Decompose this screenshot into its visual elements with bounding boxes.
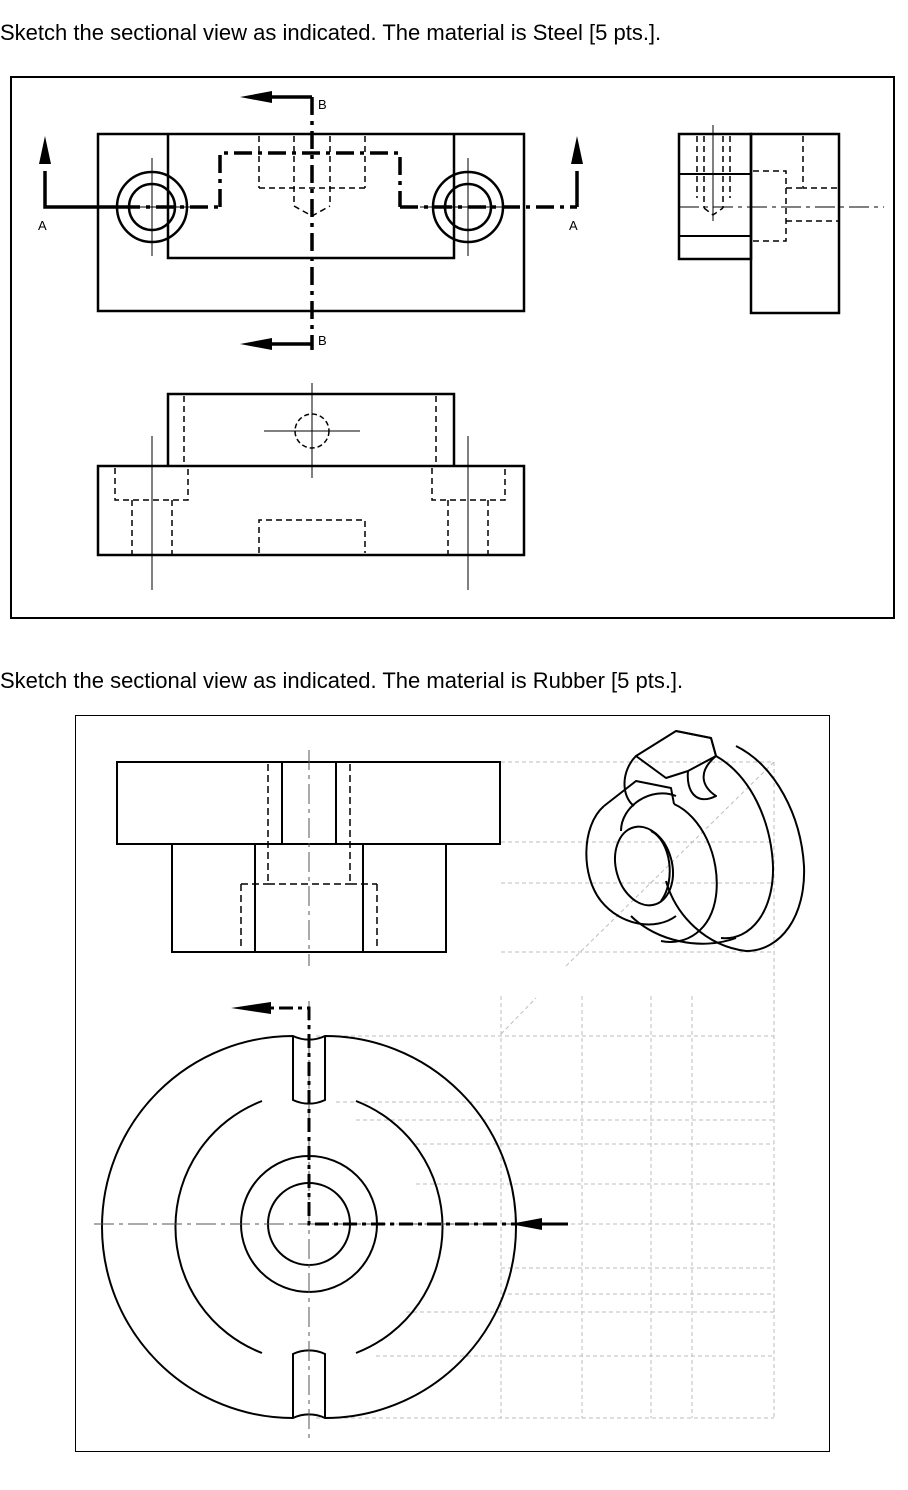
top-view bbox=[96, 383, 526, 590]
section-a-left-label: A bbox=[38, 218, 47, 233]
section-b-bottom-label: B bbox=[318, 333, 327, 348]
isometric-view bbox=[585, 730, 806, 952]
question-2-title: Sketch the sectional view as indicated. … bbox=[0, 668, 683, 694]
cutting-plane bbox=[231, 1002, 568, 1230]
hidden-counterbore-right bbox=[431, 468, 506, 554]
section-a-right-label: A bbox=[569, 218, 578, 233]
question-1-title: Sketch the sectional view as indicated. … bbox=[0, 20, 661, 46]
front-view bbox=[116, 750, 501, 966]
rubber-part-drawing bbox=[94, 730, 806, 1442]
question-2-text: Sketch the sectional view as indicated. … bbox=[0, 668, 684, 693]
rubber-part-drawing-panel bbox=[75, 715, 830, 1452]
cutting-plane-a: A A bbox=[38, 136, 583, 233]
section-b-top-label: B bbox=[318, 97, 327, 112]
steel-part-drawing: A A B B bbox=[38, 91, 884, 590]
question-1-text: Sketch the sectional view as indicated. … bbox=[0, 20, 662, 45]
construction-grid bbox=[316, 761, 775, 1419]
side-view bbox=[677, 125, 884, 315]
front-view: A A B B bbox=[38, 91, 583, 350]
hidden-counterbore-left bbox=[114, 468, 189, 554]
top-view bbox=[94, 1001, 568, 1442]
cutting-plane-b: B B bbox=[240, 91, 327, 350]
steel-part-drawing-panel: A A B B bbox=[10, 76, 895, 619]
